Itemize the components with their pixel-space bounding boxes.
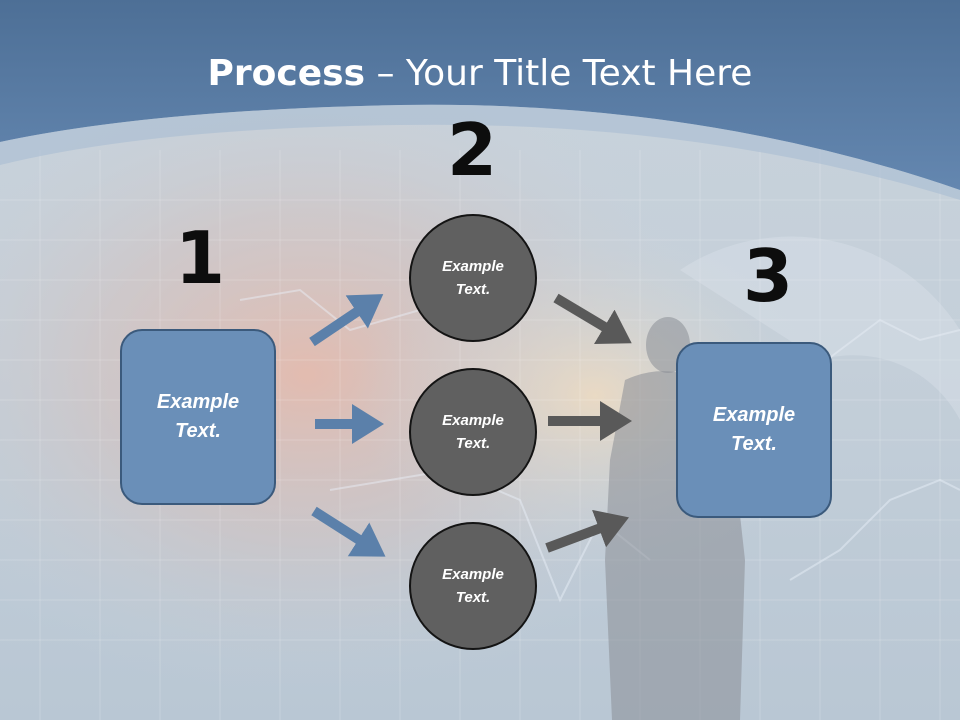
step-number-2: 2 [446, 108, 498, 192]
title-bold: Process [207, 53, 366, 94]
title-rest: – Your Title Text Here [365, 53, 753, 94]
step-number-1: 1 [174, 216, 226, 300]
right-box: Example Text. [676, 342, 832, 518]
left-box-label: Example Text. [156, 391, 240, 442]
circle-top: Example Text. [409, 214, 537, 342]
circle-top-label: Example Text. [442, 258, 504, 298]
circle-bottom-label: Example Text. [442, 566, 504, 606]
right-box-label: Example Text. [712, 404, 796, 455]
circle-middle-label: Example Text. [442, 412, 504, 452]
slide-title: Process – Your Title Text Here [0, 50, 960, 98]
circle-middle: Example Text. [409, 368, 537, 496]
step-number-3: 3 [742, 234, 794, 318]
left-box: Example Text. [120, 329, 276, 505]
circle-bottom: Example Text. [409, 522, 537, 650]
